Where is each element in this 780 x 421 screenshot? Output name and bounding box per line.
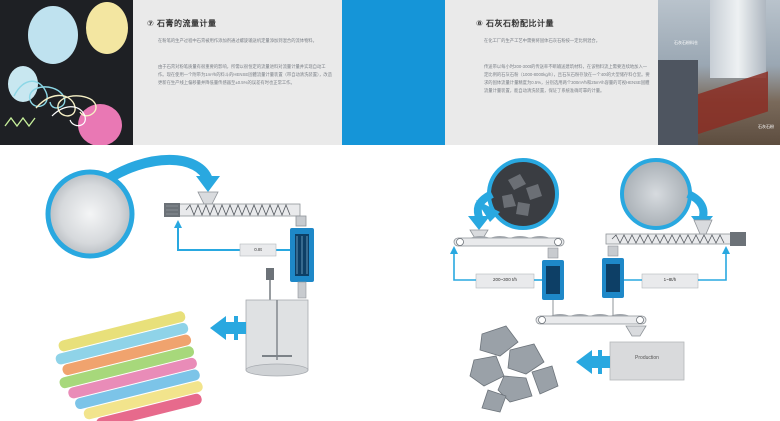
left-flow-diagram xyxy=(45,154,314,421)
right-paragraph-1: 在化工厂的生产工艺中需要将固体石灰石粉按一定比例混合。 xyxy=(484,38,601,43)
industrial-label-top: 石灰石粉料仓 xyxy=(674,40,698,45)
left-paragraph-1: 在粉笔的生产过程中石膏被用作添加剂通过螺旋输送机定量添加到混合的流体物料。 xyxy=(158,38,317,43)
left-paragraph-2: 由于石膏对粉笔质量有很重要的影响，所需以很恒定的流量进料对流量计量并实现自动工作… xyxy=(158,64,333,85)
right-flow-label-left: 200~300 t/h xyxy=(493,277,517,282)
right-flow-diagram xyxy=(450,158,746,413)
right-paragraph-2: 传送带以每小时200-300t的传送率不断输送建筑材料，在该物料流上需要连续地加… xyxy=(484,64,650,93)
industrial-label-bottom: 石灰石粉 xyxy=(758,124,774,129)
blue-accent-band xyxy=(342,0,445,145)
industrial-photo: 石灰石粉料仓 石灰石粉 xyxy=(658,0,780,145)
left-section-title: ⑦ 石膏的流量计量 xyxy=(147,19,217,28)
left-flow-label: 0.8t xyxy=(254,247,262,252)
right-section-title: ⑧ 石灰石粉配比计量 xyxy=(476,19,554,28)
chalk-photo xyxy=(0,0,133,145)
right-flow-label-right: 1~8t/h xyxy=(663,277,677,282)
production-label: Production xyxy=(635,355,659,361)
